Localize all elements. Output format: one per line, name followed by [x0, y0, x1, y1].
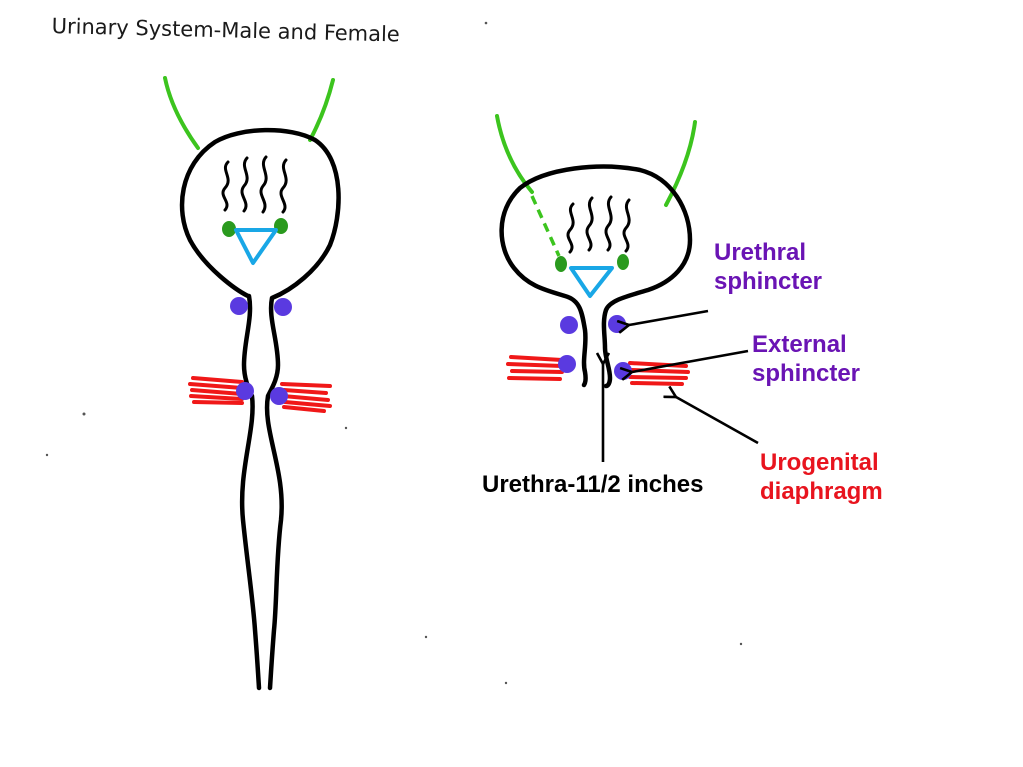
female-right-ureteral-opening: [617, 254, 629, 270]
female-urethral-sphincter-left: [560, 316, 578, 334]
female-urogenital-diaphragm-left: [506, 355, 564, 381]
male-external-sphincter-right: [270, 387, 288, 405]
label-urethral-sphincter-line2: sphincter: [714, 268, 823, 295]
arrow-external-sphincter: [632, 349, 749, 372]
male-bladder-urethra-outline: [179, 127, 341, 691]
female-external-sphincter-right: [614, 362, 632, 380]
male-internal-sphincter-left: [230, 297, 248, 315]
label-external-sphincter-line1: External: [752, 331, 847, 358]
female-bladder-rugae: [566, 195, 631, 254]
female-right-ureter: [664, 120, 697, 207]
female-urethral-sphincter-right: [608, 315, 626, 333]
male-trigone: [234, 228, 278, 265]
scan-specks: [45, 21, 743, 685]
label-urogenital-diaphragm-line2: diaphragm: [760, 478, 883, 505]
label-urethral-sphincter: Urethral sphincter: [714, 238, 822, 296]
label-external-sphincter-line2: sphincter: [752, 360, 861, 387]
female-external-sphincter-left: [558, 355, 576, 373]
male-left-ureteral-opening: [222, 221, 236, 237]
male-bladder-rugae: [221, 155, 288, 214]
label-urogenital-diaphragm: Urogenital diaphragm: [760, 448, 883, 506]
male-left-ureter: [163, 76, 200, 150]
female-trigone: [569, 266, 614, 298]
female-urinary-diagram: [495, 114, 759, 462]
label-external-sphincter: External sphincter: [752, 330, 860, 388]
female-left-ureteral-opening: [555, 256, 567, 272]
male-urogenital-diaphragm-left: [188, 376, 244, 405]
female-left-ureter-dashed: [530, 195, 561, 257]
male-external-sphincter-left: [236, 382, 254, 400]
female-left-ureter: [495, 114, 534, 194]
label-urethra: Urethra-11/2 inches: [482, 471, 704, 498]
arrow-urogenital-diaphragm: [676, 397, 759, 445]
label-urogenital-diaphragm-line1: Urogenital: [760, 449, 879, 476]
female-bladder-urethra-outline: [499, 164, 693, 389]
label-urethral-sphincter-line1: Urethral: [714, 239, 807, 266]
male-right-ureter: [308, 78, 335, 142]
male-urogenital-diaphragm-right: [280, 382, 332, 413]
male-urinary-diagram: [163, 76, 341, 691]
arrow-urethral-sphincter: [629, 309, 709, 325]
male-internal-sphincter-right: [274, 298, 292, 316]
